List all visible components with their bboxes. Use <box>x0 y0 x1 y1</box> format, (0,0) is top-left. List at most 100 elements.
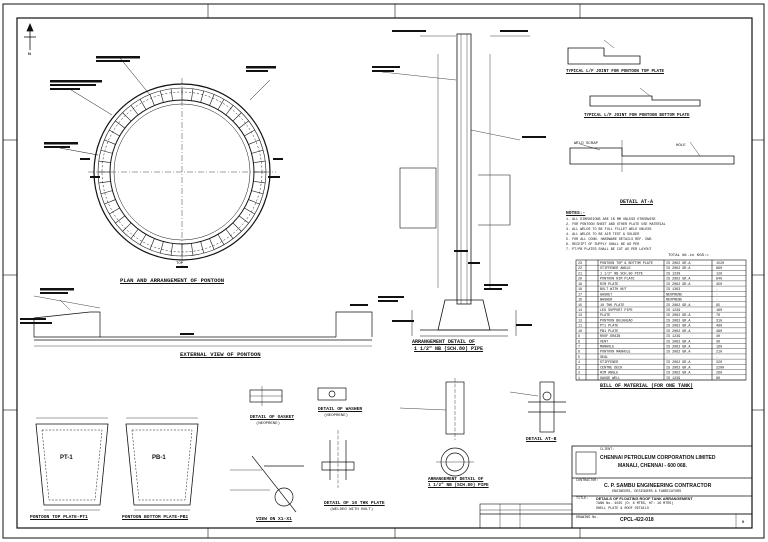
pontoon-bulkhead-line <box>159 241 164 254</box>
bom-weight: - <box>716 356 718 360</box>
bom-weight: 70 <box>716 314 720 318</box>
bom-desc: 1 1/2" NB SCH.80 PIPE <box>600 271 643 276</box>
bom-spec: - <box>666 356 668 360</box>
pb1-label: PB-1 <box>152 455 166 461</box>
bom-no: 9 <box>578 335 580 339</box>
bom-no: 22 <box>578 267 582 271</box>
plate-detail-title: DETAIL OF 10 THK PLATE <box>324 501 385 506</box>
bom-no: 7 <box>578 345 580 349</box>
bom-desc: ROOF DRAIN <box>600 335 620 339</box>
bom-desc: GASKET <box>600 293 612 297</box>
typical-joint-bottom-title: TYPICAL L/F JOINT FOR PONTOON BOTTOM PLA… <box>584 114 690 118</box>
pontoon-bulkhead-line <box>191 88 194 101</box>
top-label: TOP <box>176 262 184 266</box>
bom-no: 8 <box>578 340 580 344</box>
tb-contractor-label: CONTRACTOR: <box>576 479 599 483</box>
bom-weight: - <box>716 299 718 303</box>
pontoon-bulkhead-line <box>217 234 225 245</box>
elevation-title: EXTERNAL VIEW OF PONTOON <box>180 351 261 358</box>
bom-desc: PONTOON RIM PLATE <box>600 278 635 282</box>
pontoon-plan-ring <box>88 78 276 266</box>
bom-desc: 10 THK PLATE <box>600 304 624 308</box>
pontoon-bulkhead-line <box>209 238 215 250</box>
pontoon-bulkhead-line <box>115 215 126 224</box>
pt1-plate-outline <box>35 417 109 511</box>
pontoon-bulkhead-line <box>149 238 155 250</box>
bom-no: 17 <box>578 293 582 297</box>
bom-spec: IS 2062 GR.A <box>666 325 691 329</box>
bom-total-label: TOTAL Wt.in KGS:= <box>668 254 709 258</box>
bom-no: 21 <box>578 272 582 276</box>
bom-spec: NEOPRENE <box>666 293 682 297</box>
bom-spec: IS 1239 <box>666 335 680 339</box>
note-item: 4. ALL WELDS TO BE AIR TEST & SOLDER <box>566 233 640 237</box>
note-item: 7. PT/PB PLATES SHALL BE CUT AS PER LAYO… <box>566 248 652 252</box>
bom-weight: 120 <box>716 272 722 276</box>
bom-weight: 840 <box>716 278 722 282</box>
detail-a-title: DETAIL AT-A <box>620 199 654 205</box>
bom-no: 20 <box>578 278 582 282</box>
pontoon-bulkhead-line <box>225 228 234 239</box>
pontoon-bulkhead-line <box>98 181 111 184</box>
bom-spec: IS 2062 GR.A <box>666 345 691 349</box>
bom-weight: 40 <box>716 335 720 339</box>
bom-no: 19 <box>578 283 582 287</box>
bom-weight: 260 <box>716 372 722 376</box>
pontoon-bulkhead-line <box>253 160 266 163</box>
bom-desc: RIM PLATE <box>600 283 618 287</box>
bom-weight: 90 <box>716 377 720 381</box>
pontoon-bulkhead-line <box>217 99 225 110</box>
tb-title-2: TANK No. 4025 (D: 8 MTRS, HT: 16 MTRS) <box>596 502 674 506</box>
bom-spec: IS 2062 GR.A <box>666 330 691 334</box>
bom-spec: IS 2062 GR.A <box>666 351 691 355</box>
bom-weight: 30 <box>716 340 720 344</box>
pontoon-bulkhead-line <box>225 105 234 116</box>
arrangement-subtitle: 1 1/2" NB (SCH.80) PIPE <box>414 346 484 352</box>
plate-10thk-detail <box>321 430 355 488</box>
bom-no: 18 <box>578 288 582 292</box>
pontoon-bulkhead-line <box>104 139 116 145</box>
bom-desc: PB1 PLATE <box>600 330 618 334</box>
tb-client-label: CLIENT: <box>600 448 615 452</box>
pontoon-bulkhead-line <box>130 228 139 239</box>
bom-weight: 210 <box>716 351 722 355</box>
pontoon-bulkhead-line <box>100 190 113 195</box>
bom-desc: CENTRE DECK <box>600 366 623 370</box>
bom-weight: 2200 <box>716 366 724 370</box>
elevation-annotation-scribbles <box>20 288 368 335</box>
plan-leaders <box>59 57 271 156</box>
pontoon-bulkhead-line <box>244 129 255 137</box>
bom-desc: PLATE <box>600 314 610 318</box>
pontoon-bulkhead-line <box>191 243 194 256</box>
north-label: N <box>28 51 31 56</box>
bom-spec: IS 2062 GR.A <box>666 366 691 370</box>
bom-spec: IS 2062 GR.A <box>666 278 691 282</box>
pipe-arrangement-elevation <box>381 33 530 337</box>
north-arrow-icon <box>24 22 36 50</box>
bom-spec: NEOPRENE <box>666 299 682 303</box>
note-item: 6. RECEIPT OF SUPPLY SHALL BE AS PER <box>566 243 640 247</box>
pontoon-bulkhead-line <box>200 90 205 103</box>
weld-scrap-label: WELD SCRAP <box>574 142 599 146</box>
bom-no: 12 <box>578 319 582 323</box>
arr-detail-title: ARRANGEMENT DETAIL OF <box>428 477 484 482</box>
bom-no: 4 <box>578 361 580 365</box>
bom-spec: IS 2062 GR.A <box>666 372 691 376</box>
pontoon-elevation <box>33 295 373 347</box>
arrangement-detail-small <box>399 378 474 477</box>
bom-weight: - <box>716 288 718 292</box>
bom-weight: 480 <box>716 330 722 334</box>
bom-desc: WASHER <box>600 299 612 303</box>
note-item: 3. ALL WELDS TO BE FULL FILLET WELD UNLE… <box>566 228 652 232</box>
bom-no: 1 <box>578 377 580 381</box>
arrangement-title: ARRANGEMENT DETAIL OF <box>412 339 476 345</box>
gasket-title: DETAIL OF GASKET <box>250 415 295 420</box>
bom-weight: 160 <box>716 309 722 313</box>
pontoon-bulkhead-line <box>244 207 255 215</box>
bom-desc: BOLT WITH NUT <box>600 288 626 292</box>
bom-spec: IS 1239 <box>666 309 680 313</box>
typical-joint-top-title: TYPICAL L/F JOINT FOR PONTOON TOP PLATE <box>566 70 665 74</box>
bom-spec: IS 1239 <box>666 272 680 276</box>
